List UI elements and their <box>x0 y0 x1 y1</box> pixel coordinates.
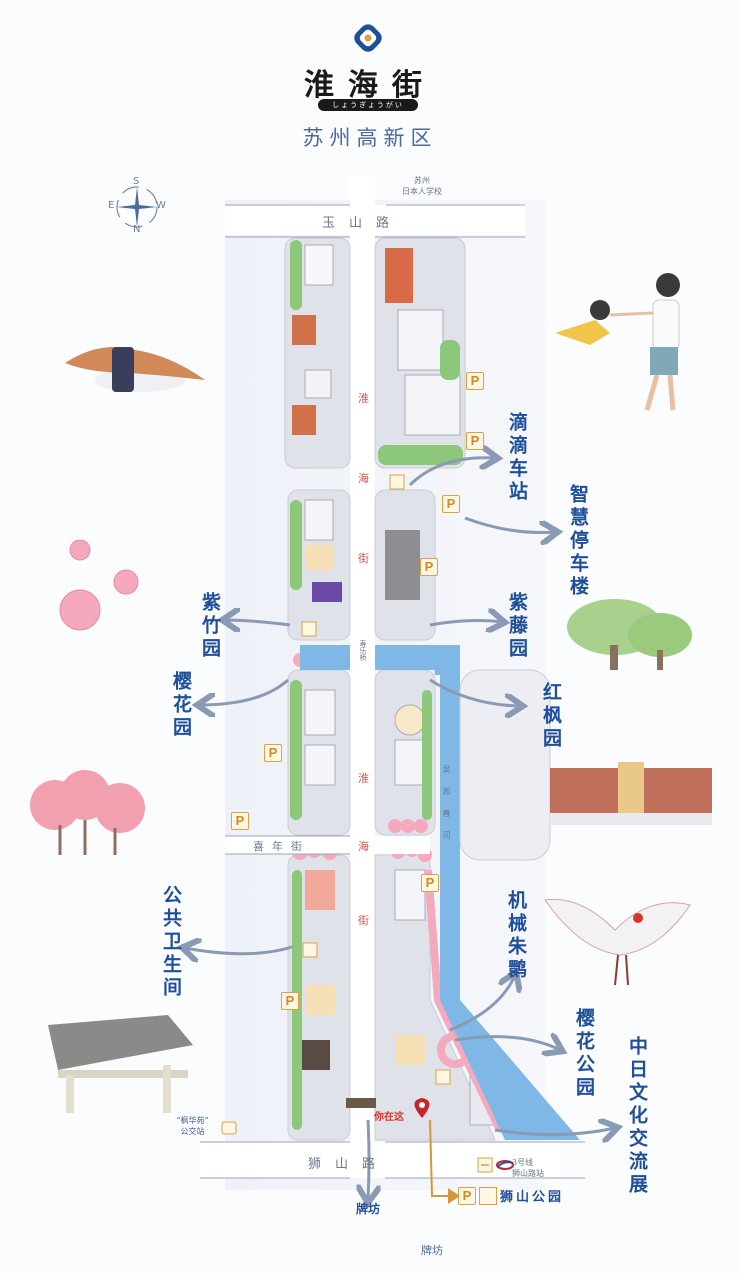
callout-sakura-park[interactable]: 樱花公园 <box>573 1008 595 1100</box>
map-pin-icon <box>414 1098 430 1118</box>
road-label-shishan: 狮山路 <box>308 1157 390 1172</box>
callout-hongfeng[interactable]: 红枫园 <box>540 682 562 751</box>
park-label: 狮山公园 <box>500 1190 565 1205</box>
callout-zizhu[interactable]: 紫竹园 <box>199 592 221 661</box>
road-label-yushan: 玉山路 <box>322 216 404 231</box>
river <box>440 670 580 1140</box>
street-label-char: 淮 <box>358 772 369 785</box>
bell-icon <box>435 1069 451 1085</box>
bridge-label: 寿乐桥 <box>359 640 367 661</box>
metro-icon <box>477 1157 514 1173</box>
callout-yinghua-garden[interactable]: 樱花园 <box>170 671 192 740</box>
toilet-icon <box>479 1186 497 1205</box>
you-are-here-label: 你在这 <box>374 1112 404 1123</box>
street-label-char: 海 <box>358 840 369 853</box>
parking-icon: P <box>442 495 460 513</box>
pavilion-illustration <box>48 1015 193 1113</box>
school-label-line: 苏州 <box>414 176 430 185</box>
parking-icon: P <box>466 432 484 450</box>
road-bottom <box>200 1142 560 1178</box>
archway-label: 牌坊 <box>356 1202 381 1216</box>
callout-didi[interactable]: 滴滴车站 <box>506 412 528 504</box>
park-destination[interactable]: P 狮山公园 <box>458 1186 564 1205</box>
callout-smart-parking[interactable]: 智慧停车楼 <box>567 484 589 599</box>
compass-s: S <box>133 176 140 187</box>
trees <box>290 240 302 310</box>
callout-culture[interactable]: 中日文化交流展 <box>626 1036 648 1197</box>
parking-icon: P <box>264 744 282 762</box>
compass-n: N <box>133 224 141 235</box>
sushi-illustration <box>65 346 205 392</box>
parking-icon: P <box>458 1186 476 1205</box>
callout-ziteng[interactable]: 紫藤园 <box>506 592 528 661</box>
parking-icon: P <box>420 558 438 576</box>
school-label-line: 日本人学校 <box>402 187 442 196</box>
bus-stop-line: 公交站 <box>180 1127 205 1136</box>
bell-icon <box>301 621 317 637</box>
street-label-char: 街 <box>358 552 369 565</box>
archway-gate <box>346 1098 376 1108</box>
road-main <box>350 175 375 1175</box>
bus-stop-line: “枫华苑” <box>176 1116 209 1125</box>
parking-icon: P <box>466 372 484 390</box>
family-illustration <box>555 273 680 411</box>
school-label: 苏州 日本人学校 <box>392 175 452 197</box>
road-cross <box>225 836 430 854</box>
bus-stop-label: “枫华苑” 公交站 <box>165 1115 220 1137</box>
bus-icon <box>221 1121 237 1135</box>
street-label-char: 海 <box>358 472 369 485</box>
parking-icon: P <box>421 874 439 892</box>
callout-crane[interactable]: 机械朱鹮 <box>505 890 527 982</box>
route-to-park <box>429 1119 460 1204</box>
sakura-trees-illustration <box>30 770 145 855</box>
compass-w: W <box>156 200 166 211</box>
callout-arrows <box>185 458 615 1200</box>
title-kana-badge: しょうぎょうがい <box>318 99 418 111</box>
building-illustration <box>550 762 712 825</box>
parking-icon: P <box>281 992 299 1010</box>
metro-label: 3号线 狮山路站 <box>512 1157 562 1179</box>
page-title: 淮海街 <box>304 68 436 103</box>
river-left <box>300 645 350 670</box>
callout-toilet[interactable]: 公共卫生间 <box>160 885 182 1000</box>
compass-e: E <box>108 200 115 211</box>
river-right <box>375 645 460 670</box>
street-label-char: 淮 <box>358 392 369 405</box>
brand-logo-icon <box>354 24 382 52</box>
compass: S N E W <box>108 176 166 236</box>
metro-label-line: 3号线 <box>512 1158 534 1167</box>
page-subtitle: 苏州高新区 <box>302 126 438 150</box>
toilet-icon <box>302 942 318 958</box>
compass-icon <box>116 186 158 228</box>
sakura-flowers-illustration <box>59 539 139 631</box>
didi-icon <box>389 474 405 490</box>
metro-label-line: 狮山路站 <box>512 1169 544 1178</box>
archway-far-label: 牌坊 <box>421 1244 443 1257</box>
street-label-char: 街 <box>358 914 369 927</box>
crane-illustration <box>544 898 691 986</box>
road-label-xinian: 喜年街 <box>253 840 310 853</box>
tree-illustration <box>567 599 692 670</box>
river-label: 吴淞春河 <box>442 765 451 853</box>
parking-icon: P <box>231 812 249 830</box>
